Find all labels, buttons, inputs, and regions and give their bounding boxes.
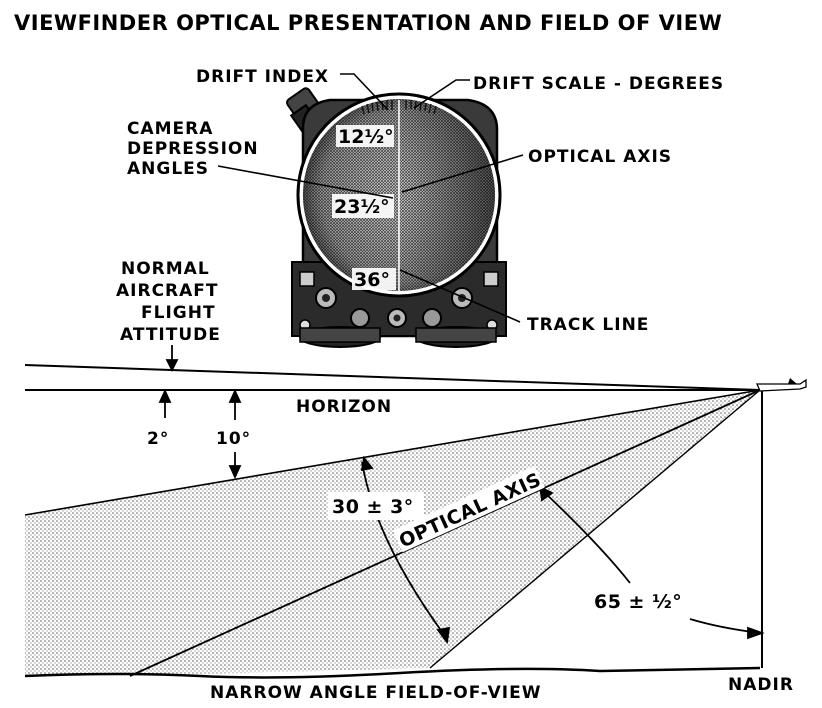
angle-65-label-box: 65 ± ½° <box>590 586 688 614</box>
viewfinder-knobs <box>299 271 499 331</box>
drift-index-label: DRIFT INDEX <box>196 67 329 87</box>
normal-attitude-label-line2: AIRCRAFT <box>116 281 219 301</box>
angle-30-label: 30 ± 3° <box>332 496 414 518</box>
ground-line <box>24 666 761 679</box>
angle-65-label: 65 ± ½° <box>594 591 682 613</box>
fov-lower-edge <box>429 389 761 669</box>
drift-scale-label: DRIFT SCALE - DEGREES <box>473 74 724 94</box>
camera-depression-label-line3: ANGLES <box>127 159 209 179</box>
angle-30-label-box: 30 ± 3° <box>328 492 424 520</box>
horizon-label: HORIZON <box>296 397 392 417</box>
normal-attitude-label-line3: FLIGHT <box>141 303 216 323</box>
diagram-title: VIEWFINDER OPTICAL PRESENTATION AND FIEL… <box>14 11 722 35</box>
depression-angle-mark-12: 12½° <box>336 125 394 148</box>
svg-text:12½°: 12½° <box>338 126 394 148</box>
normal-attitude-label-line4: ATTITUDE <box>120 325 221 345</box>
fov-upper-edge <box>24 389 761 516</box>
field-of-view-diagram: NORMAL AIRCRAFT FLIGHT ATTITUDE HORIZON … <box>24 259 807 703</box>
camera-depression-label-line2: DEPRESSION <box>127 139 259 159</box>
optical-axis-line <box>129 389 761 677</box>
track-line-label: TRACK LINE <box>527 315 649 335</box>
angle-2-label: 2° <box>147 429 169 449</box>
depression-angle-mark-23: 23½° <box>332 194 394 218</box>
svg-text:23½°: 23½° <box>334 196 390 218</box>
flight-attitude-line <box>24 364 761 391</box>
angle-10-label: 10° <box>216 429 251 449</box>
drift-scale-ticks <box>361 100 437 115</box>
nadir-label: NADIR <box>728 675 794 695</box>
svg-text:36°: 36° <box>354 269 390 291</box>
viewfinder-optical-axis-label: OPTICAL AXIS <box>528 147 672 167</box>
depression-angle-mark-36: 36° <box>352 268 396 291</box>
viewfinder-drums <box>299 326 497 348</box>
normal-attitude-label-line1: NORMAL <box>121 259 210 279</box>
aircraft-icon <box>756 378 807 392</box>
narrow-angle-label: NARROW ANGLE FIELD-OF-VIEW <box>210 683 541 703</box>
camera-depression-label-line1: CAMERA <box>127 119 213 139</box>
angle-arrows <box>158 345 765 645</box>
viewfinder-leader-lines <box>217 73 524 323</box>
wide-field-of-view-area <box>25 390 760 676</box>
viewfinder-unit: 12½° 23½° 36° DRIFT INDEX DRIFT SCALE - … <box>127 67 724 348</box>
